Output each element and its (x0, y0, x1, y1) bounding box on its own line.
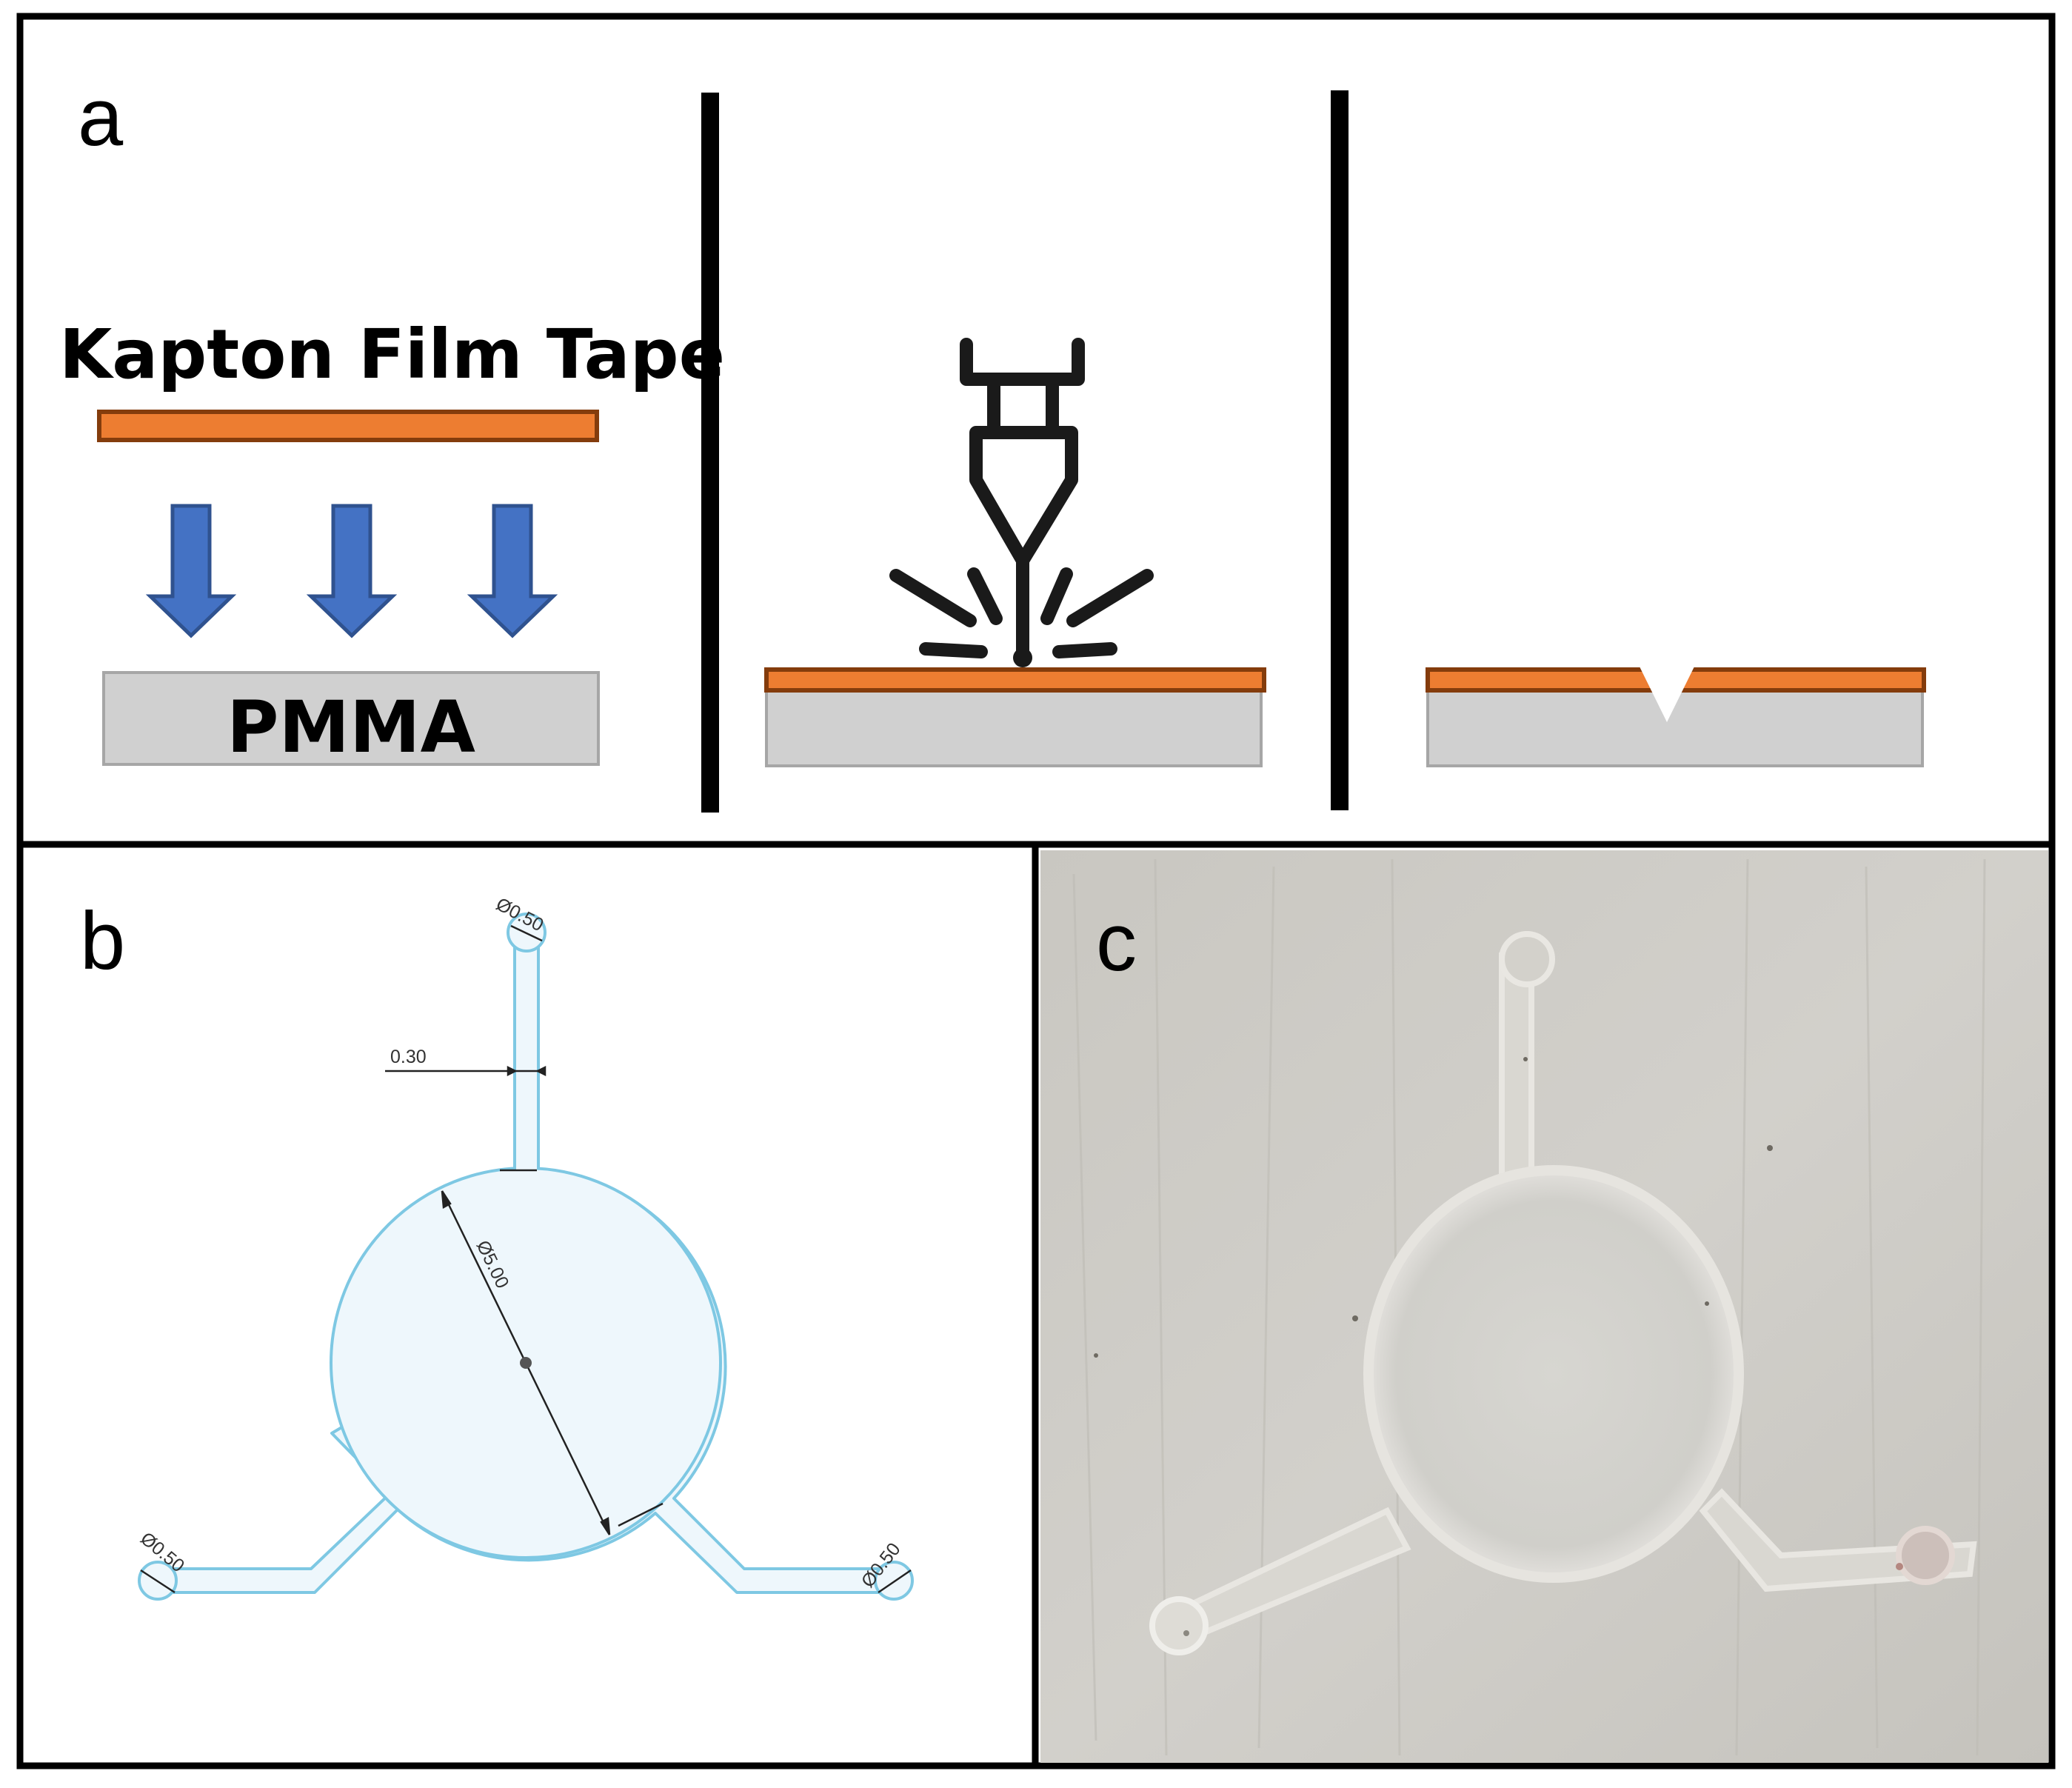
down-arrow-icon (467, 504, 558, 638)
photo-specks (1094, 1057, 1903, 1636)
down-arrow-icon (306, 504, 398, 638)
engraved-chamber-photo (1094, 931, 1977, 1655)
port-dimension-arrows (140, 924, 912, 1594)
kapton-tape-strip (97, 410, 599, 442)
pmma-substrate-step2 (765, 687, 1263, 767)
panel-a-label: a (78, 72, 124, 163)
panel-c: c (1040, 850, 2048, 1763)
laser-focus-point (1013, 648, 1032, 667)
channel-width-dimension (385, 1065, 547, 1077)
panel-b-label: b (80, 895, 125, 987)
channel-width-label: 0.30 (390, 1047, 427, 1067)
step-divider-1 (701, 93, 719, 813)
chamber-channel-join-top (516, 1167, 537, 1177)
photo-port-left (1149, 1596, 1209, 1655)
engraved-groove (1640, 667, 1694, 722)
port-right (874, 1561, 914, 1601)
down-arrow-icon (145, 504, 237, 638)
chamber-center-icon (520, 1357, 532, 1369)
panel-b: b Ø5.00 0.30 (80, 894, 914, 1601)
panel-a: a Kapton Film Tape PMMA (59, 72, 1926, 813)
photo-port-right (1896, 1526, 1955, 1585)
engraved-chamber-photo-disc (1363, 1165, 1744, 1583)
pmma-substrate (102, 671, 600, 766)
laser-head-icon (889, 338, 1154, 662)
kapton-tape-step2 (764, 667, 1266, 693)
kapton-tape-label: Kapton Film Tape (59, 315, 725, 394)
photo-port-top (1499, 931, 1555, 987)
pmma-label: PMMA (227, 686, 475, 769)
step-divider-2 (1331, 90, 1349, 810)
panel-c-label: c (1096, 897, 1137, 988)
pmma-substrate-step3 (1426, 687, 1924, 767)
down-arrows (145, 504, 558, 638)
